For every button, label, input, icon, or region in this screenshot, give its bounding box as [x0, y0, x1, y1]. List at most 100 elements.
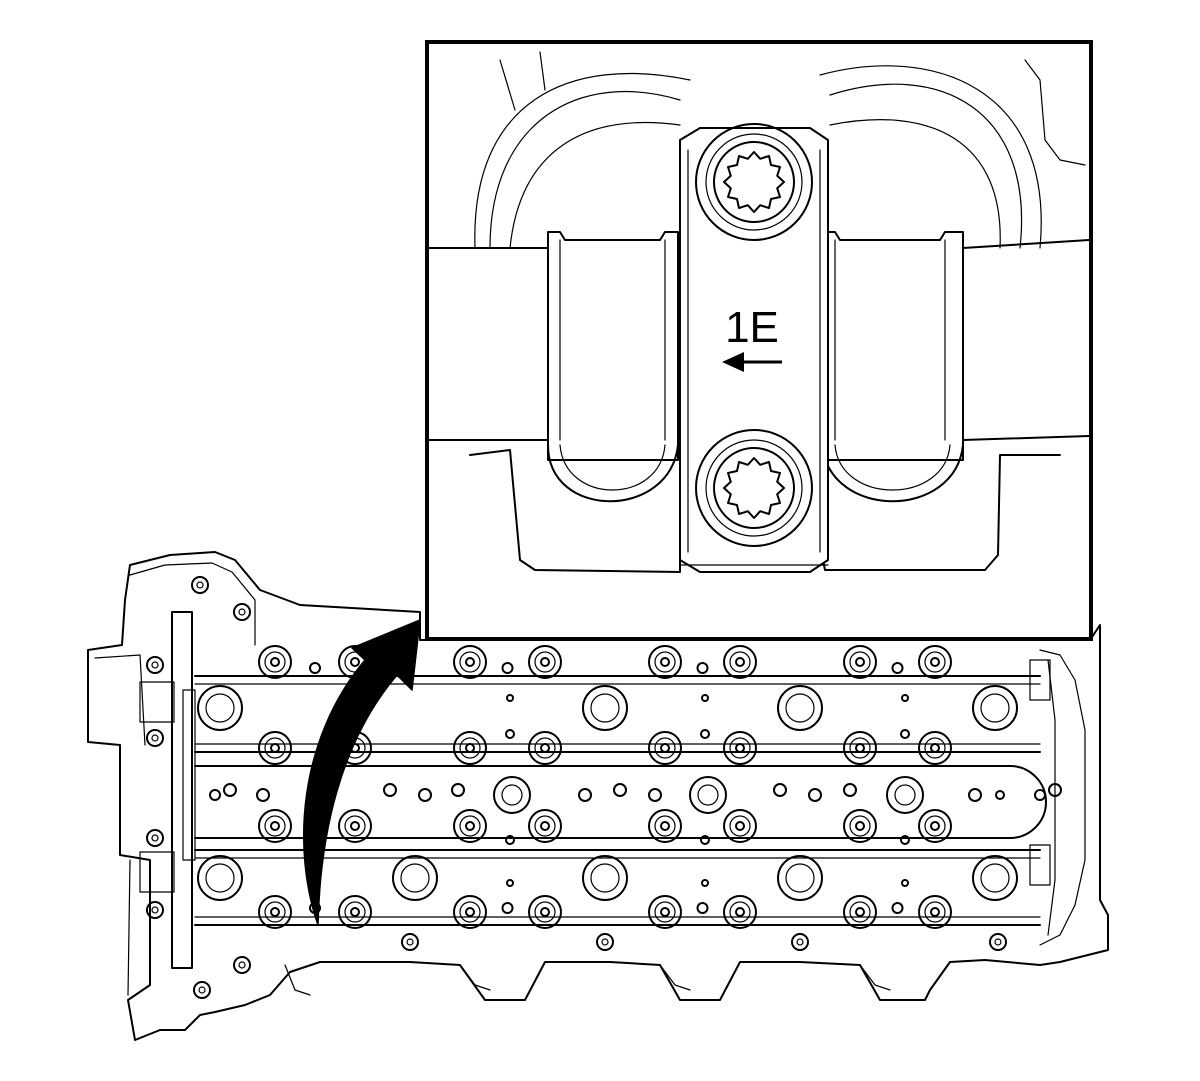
flange-bolt [193, 981, 211, 999]
boss [582, 685, 628, 731]
small-dot [900, 729, 910, 739]
bolt-hole [843, 645, 877, 679]
flange-bolt-center [151, 834, 159, 842]
flange-bolt [233, 956, 251, 974]
bolt-hole-center [930, 743, 940, 753]
bolt-hole-center [735, 907, 745, 917]
bolt-hole-center [465, 907, 475, 917]
flange-bolt-center [238, 608, 246, 616]
curved-arrow [302, 619, 421, 926]
bolt-hole [338, 809, 372, 843]
detail-callout: 1E [425, 40, 1093, 641]
bolt-hole-center [540, 743, 550, 753]
flange-bolt-center [406, 938, 414, 946]
small-dot [700, 729, 710, 739]
bolt-hole [528, 809, 562, 843]
bolt-hole-center [735, 821, 745, 831]
small-dot [700, 835, 710, 845]
boss [582, 855, 628, 901]
bolt-hole [648, 809, 682, 843]
left-rail [171, 611, 193, 969]
bolt-hole-inner [264, 901, 286, 923]
bolt-hole-center [270, 743, 280, 753]
small-dot [843, 783, 857, 797]
small-dot [505, 835, 515, 845]
bolt-hole-center [930, 821, 940, 831]
boss-inner [205, 863, 235, 893]
boss-inner [205, 693, 235, 723]
bolt-hole-center [465, 657, 475, 667]
spark-plug-bore-inner [501, 784, 523, 806]
bolt-hole-inner [459, 651, 481, 673]
small-dot [505, 729, 515, 739]
small-dot [223, 783, 237, 797]
bolt-hole-inner [534, 651, 556, 673]
bolt-hole [648, 895, 682, 929]
bolt-hole [338, 895, 372, 929]
bolt-hole-center [350, 907, 360, 917]
boss-inner [785, 863, 815, 893]
bolt-hole [453, 645, 487, 679]
boss [777, 685, 823, 731]
bearing-cap [679, 127, 829, 573]
bolt-hole [453, 809, 487, 843]
cap-marking-label: 1E [725, 303, 779, 352]
bolt-hole-center [350, 657, 360, 667]
flange-bolt [596, 933, 614, 951]
bolt-hole-inner [924, 815, 946, 837]
small-dot [900, 835, 910, 845]
bolt-hole [453, 895, 487, 929]
flange-bolt [146, 829, 164, 847]
cap-bolt-bottom [695, 429, 813, 547]
bolt-hole-center [350, 821, 360, 831]
flange-bolt-center [151, 734, 159, 742]
small-dot [418, 788, 432, 802]
bolt-hole-inner [654, 651, 676, 673]
bolt-hole-center [660, 657, 670, 667]
bolt-hole-center [270, 657, 280, 667]
bolt-hole [258, 809, 292, 843]
bolt-hole [918, 731, 952, 765]
bolt-hole-center [465, 821, 475, 831]
small-dot [696, 662, 709, 674]
small-dot [648, 788, 662, 802]
bolt-hole [528, 731, 562, 765]
boss [197, 685, 243, 731]
bolt-hole-center [270, 821, 280, 831]
flange-bolt [401, 933, 419, 951]
bolt-hole-inner [534, 737, 556, 759]
flange-bolt [146, 901, 164, 919]
small-dot [501, 902, 514, 914]
bolt-hole-center [735, 657, 745, 667]
flange-bolt-center [198, 986, 206, 994]
spark-plug-bore [886, 776, 924, 814]
bolt-hole-inner [459, 815, 481, 837]
bolt-hole [258, 645, 292, 679]
bolt-hole-center [540, 657, 550, 667]
small-dot [506, 879, 514, 887]
small-dot [256, 788, 270, 802]
bolt-hole [843, 809, 877, 843]
bolt-hole-center [465, 743, 475, 753]
flange-bolt [146, 656, 164, 674]
flange-bolt [233, 603, 251, 621]
boss-inner [400, 863, 430, 893]
small-dot [808, 788, 822, 802]
bolt-hole [843, 731, 877, 765]
small-dot [891, 662, 904, 674]
flange-bolt [989, 933, 1007, 951]
small-dot [451, 783, 465, 797]
bolt-hole [648, 731, 682, 765]
bolt-hole-inner [264, 651, 286, 673]
bolt-hole-inner [459, 737, 481, 759]
flange-bolt-center [796, 938, 804, 946]
small-dot [501, 662, 514, 674]
bolt-hole [453, 731, 487, 765]
bolt-hole-center [540, 907, 550, 917]
bolt-hole-inner [534, 815, 556, 837]
boss [392, 855, 438, 901]
boss [197, 855, 243, 901]
bolt-hole-inner [344, 901, 366, 923]
bolt-hole-center [660, 907, 670, 917]
